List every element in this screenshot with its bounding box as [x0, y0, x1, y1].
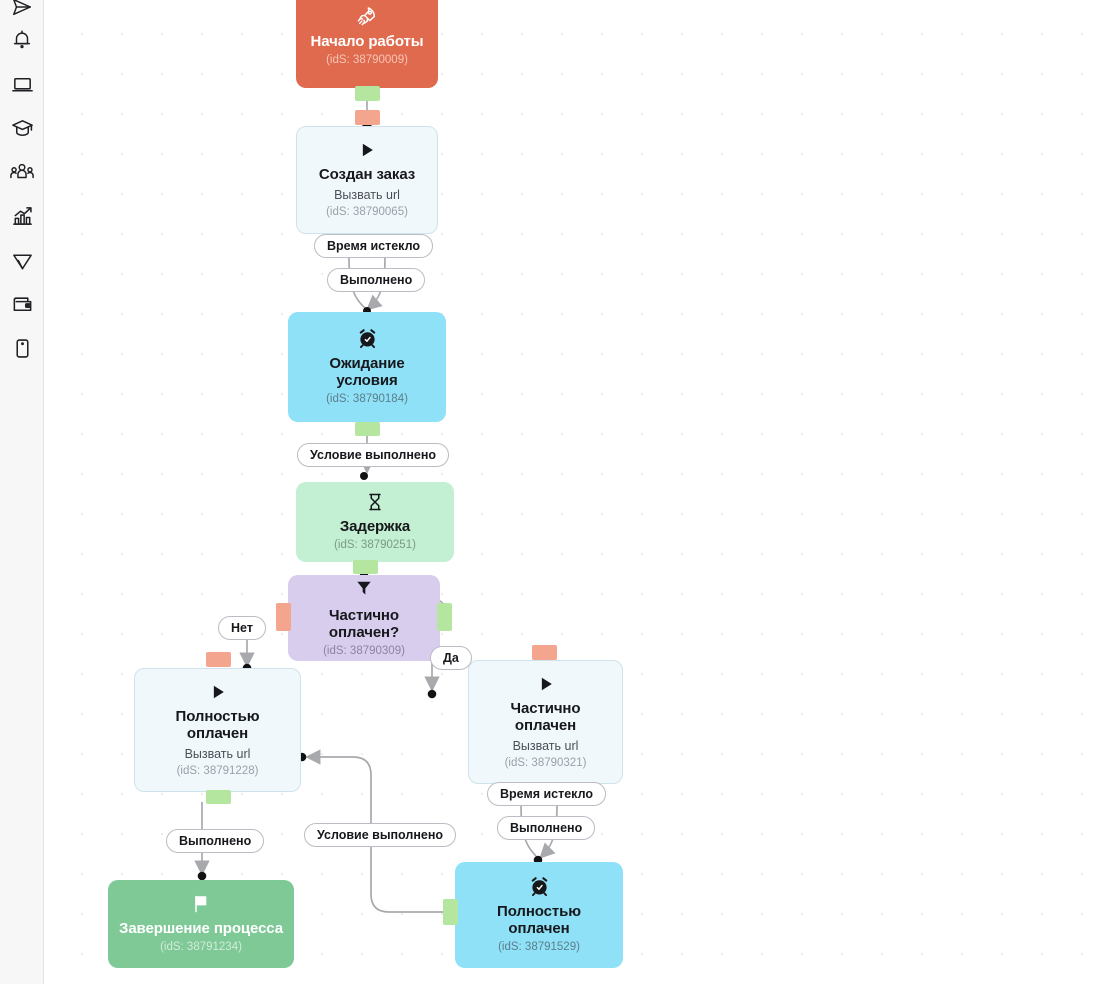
port-out-fully-paid-wait[interactable]	[443, 899, 458, 925]
play-icon	[536, 674, 556, 694]
node-title: Частично оплачен?	[328, 606, 400, 641]
node-id: (idS: 38790065)	[326, 206, 408, 219]
send-icon[interactable]	[0, 0, 44, 22]
node-subtitle: Вызвать url	[184, 746, 251, 761]
node-title-line2: оплачен	[514, 716, 577, 734]
port-in-partially-paid-action[interactable]	[532, 645, 557, 660]
node-title: Задержка	[339, 517, 411, 535]
node-id: (idS: 38790184)	[326, 392, 408, 405]
edge-label-condition-met-2[interactable]: Условие выполнено	[304, 823, 457, 847]
edge-label-done-1[interactable]: Выполнено	[327, 268, 426, 292]
port-out-question-right[interactable]	[437, 603, 452, 631]
node-start[interactable]: Начало работы (idS: 38790009)	[296, 0, 438, 88]
node-title: Завершение процесса	[119, 919, 283, 937]
port-in-question-left[interactable]	[276, 603, 291, 631]
play-icon	[357, 140, 377, 160]
edge-label-yes[interactable]: Да	[430, 646, 472, 670]
node-order-created[interactable]: Создан заказ Вызвать url (idS: 38790065)	[296, 126, 438, 234]
node-title: Создан заказ	[318, 166, 416, 184]
port-out-delay[interactable]	[353, 560, 378, 574]
wallet-icon[interactable]	[0, 289, 44, 319]
node-id: (idS: 38790321)	[504, 756, 587, 769]
hourglass-icon	[365, 492, 385, 512]
port-in-order-created[interactable]	[355, 110, 380, 125]
node-id: (idS: 38791234)	[160, 940, 242, 953]
node-title: Полностью	[497, 902, 581, 920]
play-icon	[208, 682, 228, 702]
laptop-icon[interactable]	[0, 69, 44, 99]
node-title: Полностью	[175, 707, 260, 725]
edge-done-to-wait	[366, 257, 386, 311]
port-out-fully-paid-action[interactable]	[206, 790, 231, 804]
port-out-start[interactable]	[355, 86, 380, 101]
node-title-line2: условия	[336, 371, 398, 389]
node-fully-paid-action[interactable]: Полностью оплачен Вызвать url (idS: 3879…	[134, 668, 301, 792]
port-out-wait-condition[interactable]	[355, 422, 380, 436]
paper-plane-icon[interactable]	[0, 245, 44, 275]
node-title: Начало работы	[310, 32, 424, 50]
edge-label-timeout-1[interactable]: Время истекло	[314, 234, 433, 258]
node-layer: Начало работы (idS: 38790009) Создан зак…	[44, 0, 1098, 984]
node-process-end[interactable]: Завершение процесса (idS: 38791234)	[108, 880, 294, 968]
node-title: Ожидание	[329, 354, 405, 372]
alarm-clock-icon	[529, 876, 550, 897]
node-title: Частично	[510, 699, 581, 717]
node-partially-paid-action[interactable]: Частично оплачен Вызвать url (idS: 38790…	[468, 660, 623, 784]
node-id: (idS: 38791529)	[498, 940, 580, 953]
alarm-clock-icon	[357, 328, 378, 349]
port-in-fully-paid-action[interactable]	[206, 652, 231, 667]
workflow-canvas[interactable]: Начало работы (idS: 38790009) Создан зак…	[44, 0, 1098, 984]
node-title-line2: оплачен	[186, 724, 249, 742]
edge-done2-to-wait	[539, 805, 558, 859]
node-id: (idS: 38791228)	[176, 764, 259, 777]
edge-label-condition-met-1[interactable]: Условие выполнено	[297, 443, 450, 467]
node-id: (idS: 38790251)	[334, 538, 416, 551]
node-title-line2: оплачен	[508, 919, 570, 937]
node-subtitle: Вызвать url	[512, 738, 579, 753]
node-id: (idS: 38790009)	[326, 53, 408, 66]
left-icon-rail	[0, 0, 44, 984]
edge-label-no[interactable]: Нет	[218, 616, 266, 640]
funnel-icon	[354, 578, 374, 598]
node-partially-paid-question[interactable]: Частично оплачен? (idS: 38790309)	[288, 575, 440, 661]
edge-label-timeout-2[interactable]: Время истекло	[487, 782, 606, 806]
edge-label-done-2[interactable]: Выполнено	[497, 816, 596, 840]
users-icon[interactable]	[0, 157, 44, 187]
node-fully-paid-wait[interactable]: Полностью оплачен (idS: 38791529)	[455, 862, 623, 968]
node-wait-condition[interactable]: Ожидание условия (idS: 38790184)	[288, 312, 446, 422]
node-id: (idS: 38790309)	[323, 644, 405, 657]
edge-timeout2-to-wait	[520, 805, 537, 857]
node-subtitle: Вызвать url	[334, 188, 400, 203]
bar-chart-icon[interactable]	[0, 201, 44, 231]
edge-timeout-to-wait	[348, 257, 366, 309]
rocket-icon	[356, 5, 378, 27]
bell-icon[interactable]	[0, 25, 44, 55]
node-delay[interactable]: Задержка (idS: 38790251)	[296, 482, 454, 562]
graduation-cap-icon[interactable]	[0, 113, 44, 143]
flag-icon	[191, 894, 211, 914]
edge-label-done-3[interactable]: Выполнено	[166, 829, 265, 853]
mobile-icon[interactable]	[0, 333, 44, 363]
